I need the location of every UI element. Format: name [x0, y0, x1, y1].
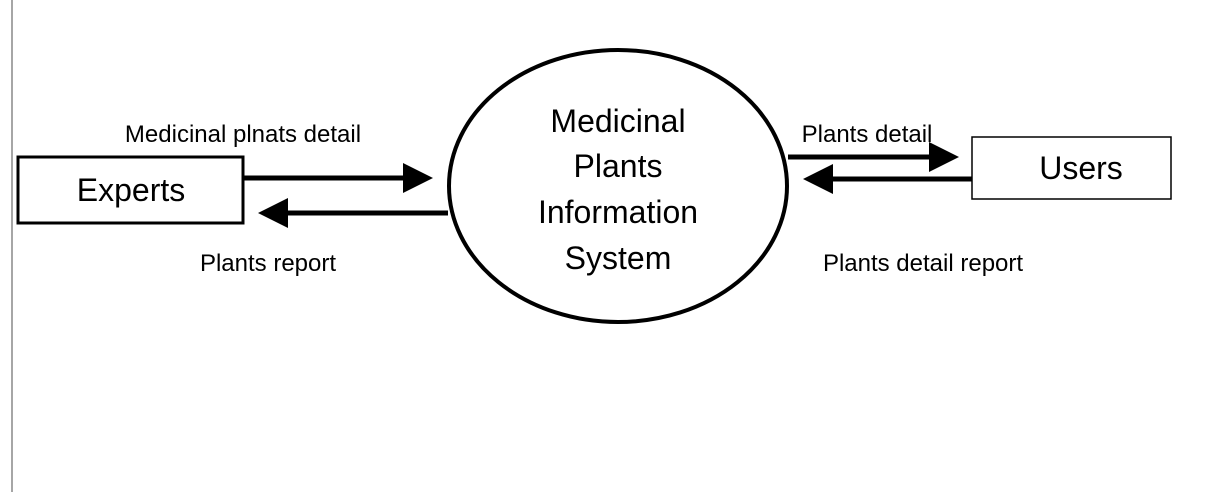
- flow-label-process-to-users: Plants detail: [802, 121, 933, 148]
- flow-label-process-to-experts: Plants report: [200, 250, 336, 277]
- experts-label: Experts: [77, 172, 185, 208]
- process-label-line-1: Medicinal: [550, 103, 685, 139]
- process-label-line-4: System: [565, 240, 672, 276]
- flow-label-experts-to-process: Medicinal plnats detail: [125, 121, 361, 148]
- users-entity: Users: [971, 136, 1172, 200]
- flow-process-to-experts: Plants report: [200, 198, 448, 277]
- experts-box: [16, 155, 245, 225]
- process-ellipse: [447, 48, 789, 324]
- flow-users-to-process: Plants detail report: [803, 164, 1023, 277]
- flow-experts-to-process: Medicinal plnats detail: [125, 121, 433, 193]
- process-label-line-2: Plants: [574, 148, 663, 184]
- users-label: Users: [1039, 150, 1123, 186]
- experts-entity: Experts: [16, 155, 245, 225]
- process-label-line-3: Information: [538, 194, 698, 230]
- flow-process-to-users: Plants detail: [788, 121, 959, 172]
- process-node: Medicinal Plants Information System: [447, 48, 789, 324]
- users-box: [971, 136, 1172, 200]
- flow-label-users-to-process: Plants detail report: [823, 250, 1023, 277]
